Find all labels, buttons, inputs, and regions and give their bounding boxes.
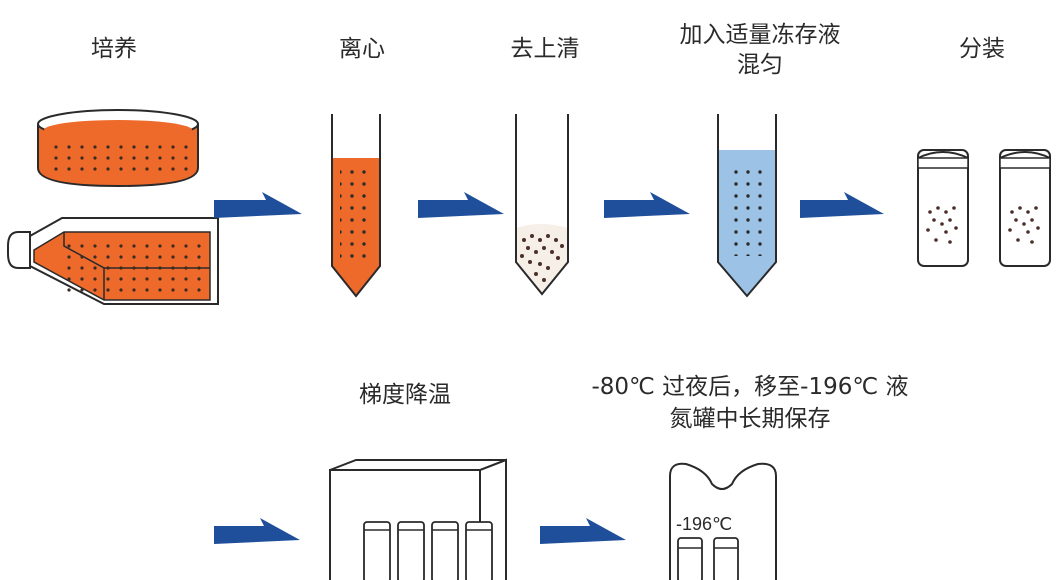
cryovial-icon <box>999 149 1051 267</box>
freezing-container-icon <box>329 458 507 580</box>
centrifuge-tube-icon <box>331 114 381 298</box>
tube-with-freezing-medium-icon <box>717 114 777 298</box>
step-label-remove-supernatant: 去上清 <box>510 36 580 62</box>
step-label-add-medium-line2: 混匀 <box>737 52 783 78</box>
culture-flask-icon <box>7 217 219 305</box>
liquid-nitrogen-tank-icon <box>669 462 777 580</box>
arrow-icon <box>214 192 302 218</box>
step-label-add-medium-line1: 加入适量冻存液 <box>679 22 841 48</box>
arrow-icon <box>418 192 504 218</box>
arrow-icon <box>540 518 626 544</box>
step-label-storage-line1: -80℃ 过夜后，移至-196℃ 液 <box>591 374 909 400</box>
culture-dish-icon <box>37 109 199 188</box>
step-label-gradient-cooling: 梯度降温 <box>359 382 451 408</box>
arrow-icon <box>604 192 690 218</box>
arrow-icon <box>800 192 884 218</box>
tank-temperature-label: -196℃ <box>676 514 732 534</box>
step-label-aliquot: 分装 <box>959 36 1005 62</box>
arrow-icon <box>214 518 300 544</box>
tube-with-pellet-icon <box>515 114 569 296</box>
step-label-centrifuge: 离心 <box>339 36 385 62</box>
cryovial-icon <box>917 149 969 267</box>
step-label-storage-line2: 氮罐中长期保存 <box>669 406 831 432</box>
step-label-culture: 培养 <box>91 36 137 62</box>
